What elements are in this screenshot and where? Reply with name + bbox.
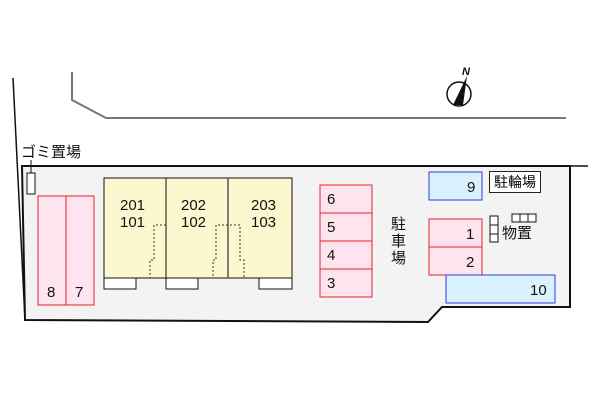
balcony bbox=[165, 277, 199, 290]
parking-space-7 bbox=[65, 195, 95, 306]
parking-space-5 bbox=[319, 212, 373, 242]
unit-203: 203 bbox=[251, 197, 277, 214]
compass-label: N bbox=[462, 66, 470, 78]
storage-box bbox=[511, 213, 521, 223]
building-unit-1 bbox=[103, 177, 167, 279]
parking-number-8: 8 bbox=[47, 284, 56, 301]
parking-lot-label: 駐車場 bbox=[389, 216, 406, 267]
storage-box bbox=[489, 224, 499, 235]
garbage-area-label: ゴミ置場 bbox=[21, 144, 82, 161]
storage-box bbox=[489, 215, 499, 226]
parking-number-9: 9 bbox=[467, 179, 476, 196]
unit-201: 201 bbox=[120, 197, 146, 214]
unit-102: 102 bbox=[181, 214, 207, 231]
parking-space-6 bbox=[319, 184, 373, 214]
parking-number-5: 5 bbox=[327, 219, 336, 236]
parking-space-3 bbox=[319, 268, 373, 298]
compass-north-icon bbox=[446, 76, 472, 107]
stair-outline bbox=[212, 224, 236, 278]
balcony bbox=[258, 277, 293, 290]
parking-number-3: 3 bbox=[327, 275, 336, 292]
parking-space-9 bbox=[428, 171, 483, 201]
parking-space-4 bbox=[319, 240, 373, 270]
unit-202: 202 bbox=[181, 197, 207, 214]
parking-space-10 bbox=[445, 274, 556, 304]
storage-box bbox=[519, 213, 529, 223]
bicycle-parking-label: 駐輪場 bbox=[489, 171, 541, 193]
boundary-line bbox=[12, 77, 26, 321]
stair-outline bbox=[230, 224, 245, 278]
parking-number-1: 1 bbox=[466, 226, 475, 243]
unit-101: 101 bbox=[120, 214, 146, 231]
parking-number-2: 2 bbox=[466, 254, 475, 271]
parking-number-4: 4 bbox=[327, 247, 336, 264]
storage-label: 物置 bbox=[502, 225, 533, 242]
road-edge bbox=[71, 72, 566, 119]
parking-number-10: 10 bbox=[530, 282, 547, 299]
unit-103: 103 bbox=[251, 214, 277, 231]
storage-box bbox=[489, 233, 499, 243]
balcony bbox=[103, 277, 137, 290]
storage-box bbox=[527, 213, 537, 223]
parking-number-6: 6 bbox=[327, 191, 336, 208]
garbage-box bbox=[26, 172, 36, 195]
parking-space-1 bbox=[428, 218, 483, 248]
stair-outline bbox=[149, 224, 166, 278]
parking-space-2 bbox=[428, 246, 483, 276]
parking-number-7: 7 bbox=[75, 284, 84, 301]
